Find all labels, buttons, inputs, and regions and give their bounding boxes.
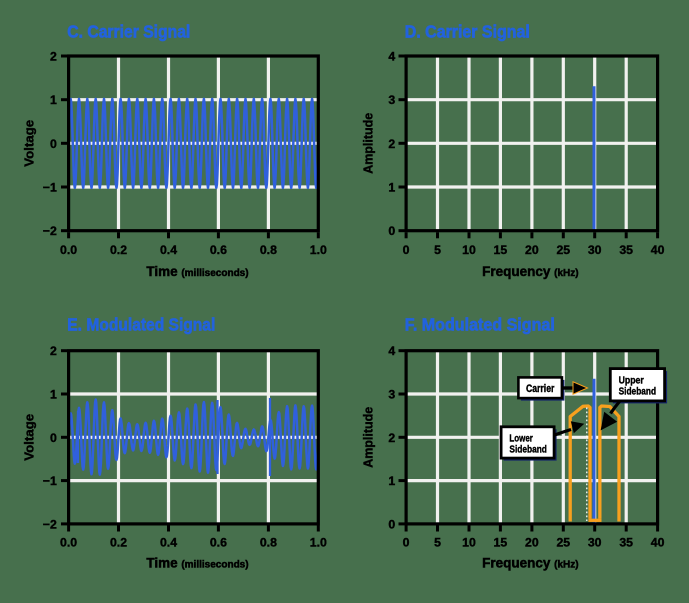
svg-text:1: 1 [388, 181, 395, 195]
svg-text:0.2: 0.2 [110, 536, 127, 550]
svg-text:0.0: 0.0 [60, 536, 77, 550]
svg-text:10: 10 [462, 536, 476, 550]
svg-text:0: 0 [403, 243, 410, 257]
svg-text:3: 3 [388, 93, 395, 107]
svg-text:0.0: 0.0 [60, 243, 77, 257]
svg-text:1: 1 [388, 474, 395, 488]
svg-text:0.8: 0.8 [260, 243, 277, 257]
svg-text:F. Modulated Signal: F. Modulated Signal [405, 314, 555, 334]
svg-text:35: 35 [619, 536, 633, 550]
svg-text:25: 25 [556, 243, 570, 257]
svg-text:0.6: 0.6 [210, 536, 227, 550]
svg-text:−2: −2 [43, 224, 57, 238]
svg-text:0: 0 [50, 137, 57, 151]
svg-text:0: 0 [403, 536, 410, 550]
svg-text:1.0: 1.0 [310, 536, 327, 550]
svg-text:0: 0 [388, 224, 395, 238]
svg-text:1.0: 1.0 [310, 243, 327, 257]
svg-text:Frequency (kHz): Frequency (kHz) [482, 264, 578, 279]
svg-text:Sideband: Sideband [619, 386, 657, 398]
svg-text:Upper: Upper [619, 375, 644, 387]
svg-text:0.4: 0.4 [160, 536, 177, 550]
svg-text:0: 0 [50, 431, 57, 445]
svg-text:10: 10 [462, 243, 476, 257]
svg-text:E. Modulated Signal: E. Modulated Signal [67, 314, 215, 334]
svg-text:2: 2 [50, 50, 57, 64]
svg-text:2: 2 [388, 431, 395, 445]
svg-text:D. Carrier Signal: D. Carrier Signal [405, 21, 530, 41]
svg-text:5: 5 [434, 243, 441, 257]
svg-text:−1: −1 [43, 474, 57, 488]
svg-text:Amplitude: Amplitude [360, 407, 375, 468]
svg-text:C. Carrier Signal: C. Carrier Signal [67, 21, 190, 41]
svg-text:Carrier: Carrier [526, 383, 555, 395]
svg-text:3: 3 [388, 388, 395, 402]
svg-text:1: 1 [50, 93, 57, 107]
svg-text:20: 20 [525, 243, 539, 257]
svg-text:0.4: 0.4 [160, 243, 177, 257]
svg-text:Lower: Lower [509, 433, 533, 445]
svg-text:−1: −1 [43, 181, 57, 195]
svg-text:30: 30 [588, 243, 602, 257]
svg-text:40: 40 [651, 536, 665, 550]
svg-text:15: 15 [494, 243, 508, 257]
svg-text:20: 20 [525, 536, 539, 550]
svg-text:Time (milliseconds): Time (milliseconds) [146, 555, 248, 570]
svg-text:0.8: 0.8 [260, 536, 277, 550]
svg-text:0: 0 [388, 517, 395, 531]
svg-text:2: 2 [50, 344, 57, 358]
svg-text:2: 2 [388, 137, 395, 151]
svg-text:15: 15 [494, 536, 508, 550]
svg-text:0.6: 0.6 [210, 243, 227, 257]
svg-text:40: 40 [651, 243, 665, 257]
svg-text:0.2: 0.2 [110, 243, 127, 257]
svg-text:1: 1 [50, 388, 57, 402]
svg-text:Amplitude: Amplitude [360, 113, 375, 174]
svg-text:35: 35 [619, 243, 633, 257]
svg-text:25: 25 [556, 536, 570, 550]
svg-text:4: 4 [388, 50, 395, 64]
svg-text:Frequency (kHz): Frequency (kHz) [482, 555, 578, 570]
svg-text:30: 30 [588, 536, 602, 550]
svg-text:Sideband: Sideband [509, 444, 547, 456]
svg-text:Voltage: Voltage [22, 414, 37, 461]
svg-text:Time (milliseconds): Time (milliseconds) [146, 264, 248, 279]
svg-text:Voltage: Voltage [22, 120, 37, 167]
svg-text:4: 4 [388, 344, 395, 358]
svg-text:−2: −2 [43, 517, 57, 531]
svg-text:5: 5 [434, 536, 441, 550]
